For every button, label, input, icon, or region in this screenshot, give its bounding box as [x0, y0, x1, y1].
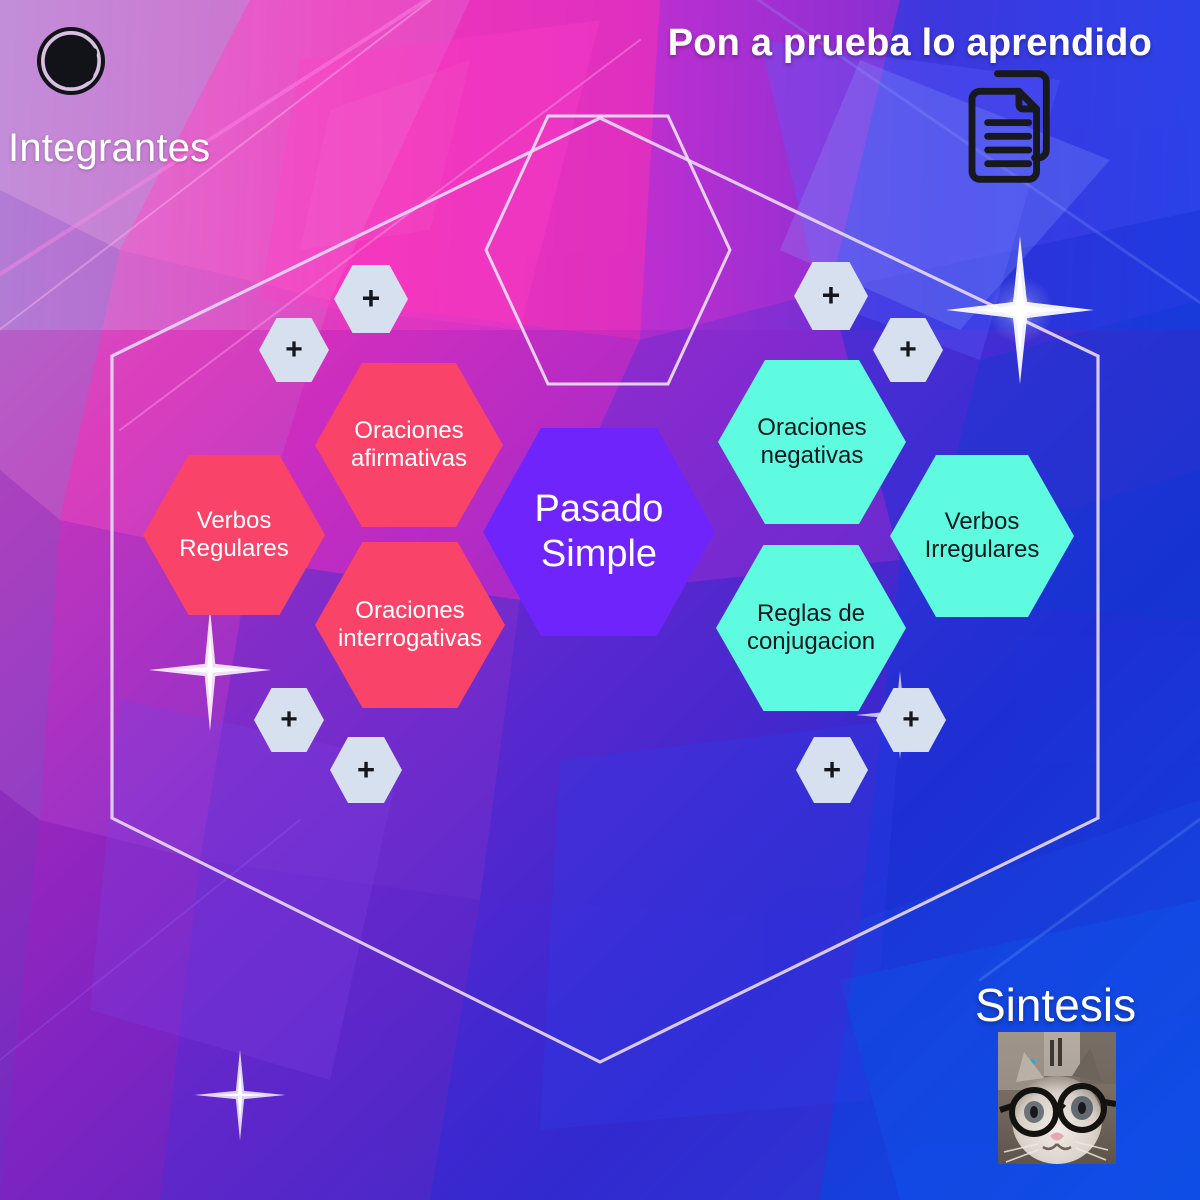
node-label: Pasado Simple — [527, 487, 672, 577]
node-label-line2: Regulares — [179, 535, 289, 562]
cat-with-glasses-photo[interactable] — [998, 1032, 1116, 1164]
plus-hex-label: + — [280, 703, 298, 737]
plus-hex-label: + — [361, 280, 381, 317]
integrantes-label: Integrantes — [8, 126, 211, 170]
node-label-line1: Pasado — [534, 488, 664, 531]
plus-hex-label: + — [285, 333, 303, 367]
node-label-line2: Irregulares — [924, 536, 1040, 563]
node-label-line2: negativas — [760, 442, 864, 469]
node-label: Oraciones interrogativas — [330, 597, 490, 654]
sintesis-label: Sintesis — [975, 979, 1137, 1031]
plus-hex-label: + — [899, 333, 917, 367]
node-label-line1: Verbos — [196, 506, 272, 534]
cat-photo-artwork — [998, 1032, 1116, 1164]
node-reglas-de-conjugacion[interactable]: Reglas de conjugacion — [716, 545, 906, 711]
node-oraciones-afirmativas[interactable]: Oraciones afirmativas — [315, 363, 503, 527]
node-label-line1: Oraciones — [355, 596, 465, 624]
node-label-line1: Oraciones — [757, 413, 867, 441]
node-label-line2: conjugacion — [746, 628, 876, 655]
node-label: Oraciones afirmativas — [343, 417, 475, 474]
plus-hex-button[interactable]: + — [334, 265, 408, 333]
plus-hex-button[interactable]: + — [876, 688, 946, 752]
plus-hex-button[interactable]: + — [873, 318, 943, 382]
page-title: Pon a prueba lo aprendido — [667, 22, 1152, 64]
plus-hex-label: + — [356, 751, 376, 787]
plus-hex-button[interactable]: + — [796, 737, 868, 803]
node-label: Verbos Regulares — [171, 507, 296, 564]
node-label-line1: Oraciones — [354, 416, 464, 444]
documents-icon[interactable] — [968, 62, 1066, 194]
node-oraciones-interrogativas[interactable]: Oraciones interrogativas — [315, 542, 505, 708]
globe-icon[interactable] — [34, 24, 108, 98]
node-label-line1: Verbos — [944, 507, 1020, 535]
plus-hex-button[interactable]: + — [330, 737, 402, 803]
node-label: Verbos Irregulares — [917, 508, 1048, 565]
node-label-line2: afirmativas — [350, 445, 468, 472]
plus-hex-label: + — [822, 751, 842, 787]
node-pasado-simple[interactable]: Pasado Simple — [483, 428, 715, 636]
node-label-line1: Reglas de — [756, 599, 866, 627]
node-label-line2: interrogativas — [337, 625, 483, 652]
plus-hex-label: + — [902, 703, 920, 737]
node-label-line2: Simple — [540, 533, 658, 575]
node-label: Oraciones negativas — [749, 414, 874, 471]
node-label: Reglas de conjugacion — [739, 600, 883, 657]
plus-hex-label: + — [821, 277, 841, 314]
plus-hex-button[interactable]: + — [254, 688, 324, 752]
